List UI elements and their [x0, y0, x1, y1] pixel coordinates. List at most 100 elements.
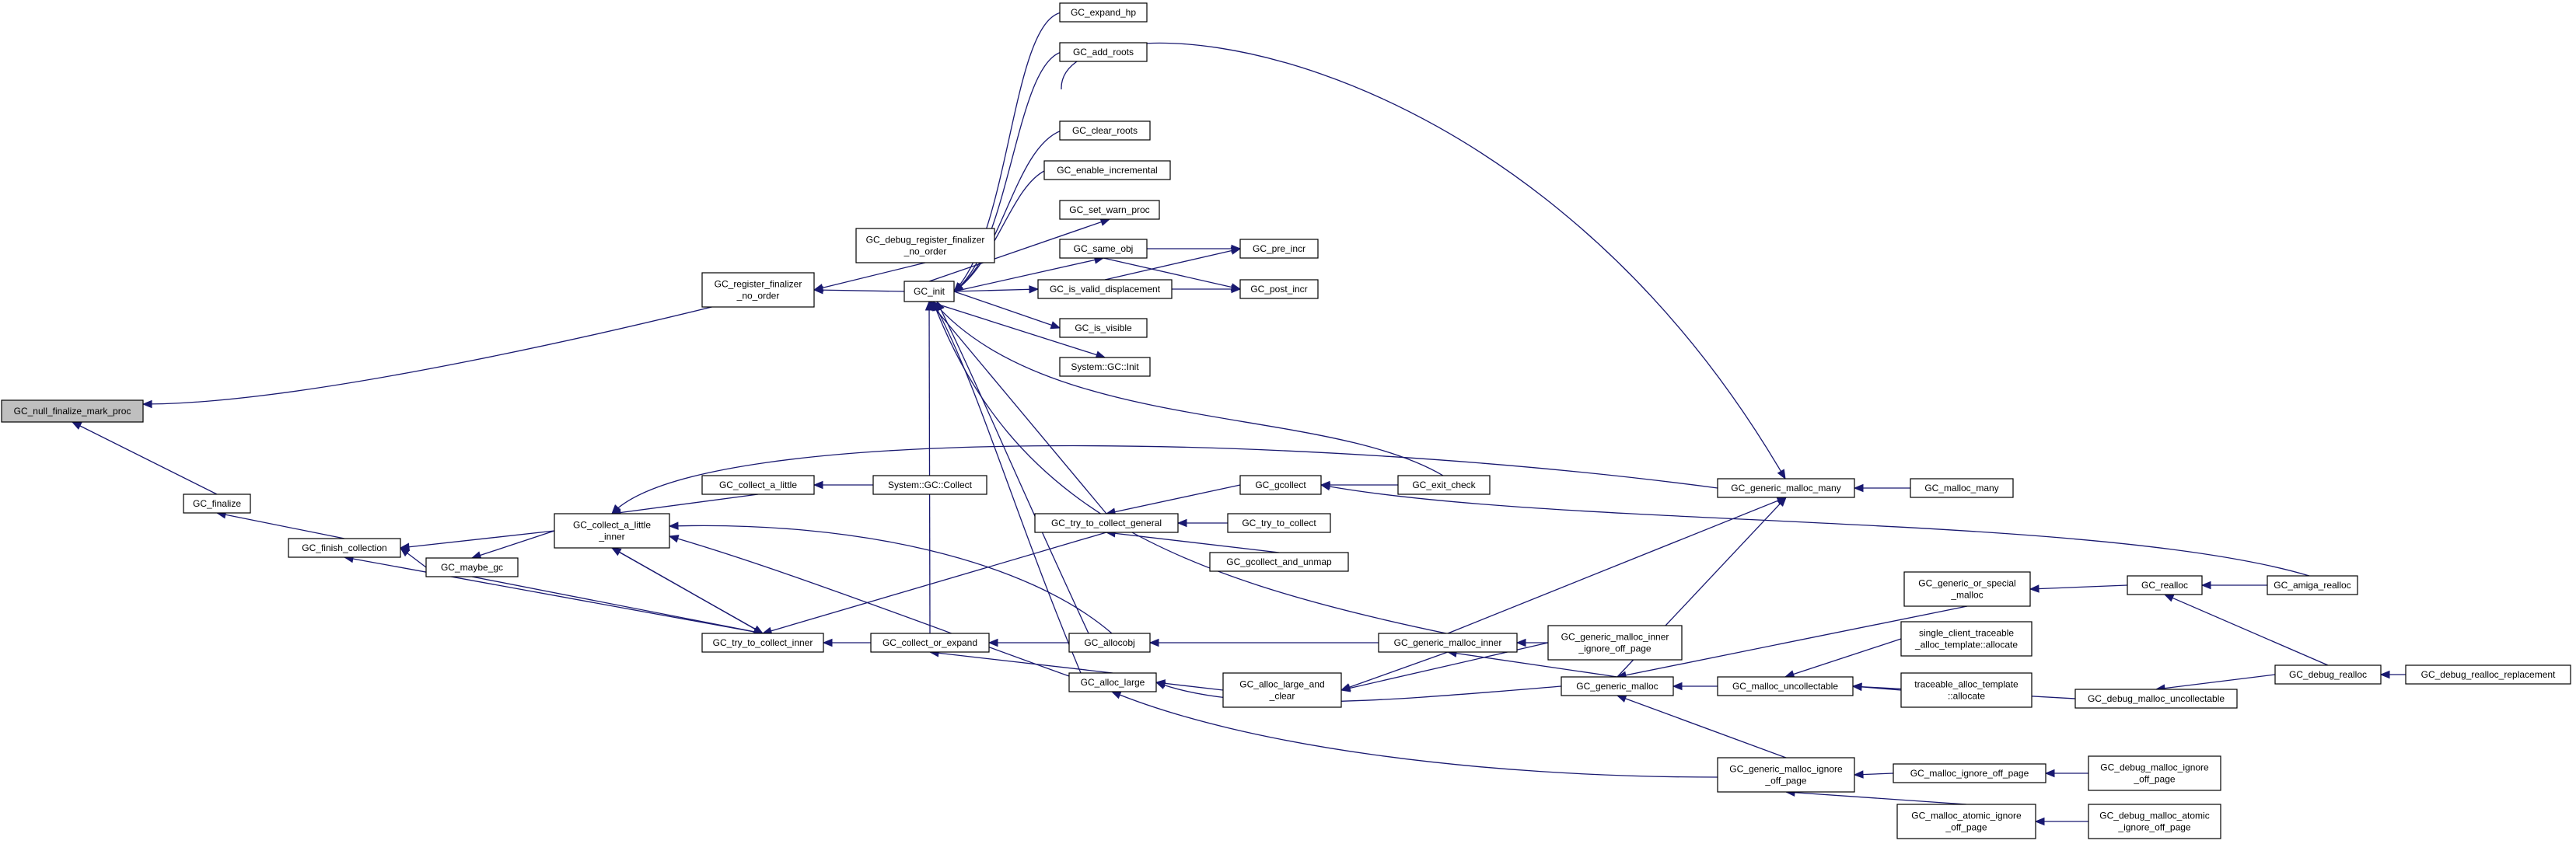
- call-edge-large_clear-to-alloc_large: [1155, 679, 1224, 691]
- node-box: [1717, 478, 1855, 498]
- node-gen-special[interactable]: GC_generic_or_special_malloc: [1903, 571, 2031, 607]
- call-edge-gm_inner-to-gm_many: [1447, 497, 1788, 634]
- node-collect-little[interactable]: GC_collect_a_little: [701, 475, 815, 495]
- node-label: GC_malloc_ignore_off_page: [1910, 768, 2029, 779]
- node-large-clear[interactable]: GC_alloc_large_and_clear: [1222, 672, 1342, 708]
- node-allocobj[interactable]: GC_allocobj: [1068, 633, 1151, 653]
- node-cal-inner[interactable]: GC_collect_a_little_inner: [554, 513, 670, 549]
- node-label: GC_realloc: [2141, 580, 2188, 591]
- call-edge-malloc_many-to-gm_many: [1853, 483, 1910, 493]
- call-edge-init-to-is_visible: [953, 291, 1061, 330]
- call-edge-init-to-sys_init: [928, 301, 1106, 359]
- node-box: [1717, 757, 1855, 793]
- node-box: [2127, 575, 2203, 595]
- node-label: _off_page: [2133, 774, 2175, 785]
- node-exit-check[interactable]: GC_exit_check: [1397, 475, 1491, 495]
- call-edge-alloc_large-to-cal_inner: [668, 535, 1070, 677]
- node-box: [1068, 633, 1151, 653]
- node-label: _clear: [1269, 691, 1295, 702]
- node-add-roots[interactable]: GC_add_roots: [1059, 42, 1148, 62]
- node-is-visible[interactable]: GC_is_visible: [1059, 318, 1148, 338]
- node-label: GC_clear_roots: [1072, 125, 1138, 136]
- node-finish[interactable]: GC_finish_collection: [288, 538, 401, 558]
- node-label: GC_debug_realloc: [2289, 669, 2367, 680]
- node-label: GC_gcollect_and_unmap: [1226, 556, 1332, 567]
- node-sys-collect[interactable]: System::GC::Collect: [872, 475, 987, 495]
- node-realloc[interactable]: GC_realloc: [2127, 575, 2203, 595]
- call-edge-try_collect-to-try_general: [1176, 518, 1228, 528]
- call-edge-single_client-to-malloc_uncoll: [1784, 638, 1902, 678]
- node-clear-roots[interactable]: GC_clear_roots: [1059, 120, 1151, 141]
- call-edge-dbg_malloc_iop-to-malloc_iop: [2044, 769, 2088, 778]
- node-expand-hp[interactable]: GC_expand_hp: [1059, 2, 1148, 23]
- node-set-warn[interactable]: GC_set_warn_proc: [1059, 200, 1160, 220]
- node-atomic-iop[interactable]: GC_malloc_atomic_ignore_off_page: [1896, 804, 2036, 839]
- node-post-incr[interactable]: GC_post_incr: [1239, 279, 1319, 299]
- node-gm-inner[interactable]: GC_generic_malloc_inner: [1378, 633, 1518, 653]
- node-label: GC_generic_malloc: [1576, 681, 1658, 692]
- node-gm-iop[interactable]: GC_generic_malloc_ignore_off_page: [1717, 757, 1855, 793]
- node-label: GC_generic_malloc_ignore: [1729, 764, 1843, 775]
- call-edge-dbg_realloc_rep-to-dbg_realloc: [2379, 670, 2406, 679]
- node-gm[interactable]: GC_generic_malloc: [1561, 676, 1674, 696]
- node-label: GC_alloc_large: [1081, 677, 1145, 688]
- call-edge-same_obj-to-pre_incr: [1147, 244, 1242, 253]
- node-label: GC_expand_hp: [1071, 7, 1136, 18]
- node-box: [2074, 689, 2238, 709]
- node-label: _alloc_template::allocate: [1914, 640, 2018, 650]
- node-amiga[interactable]: GC_amiga_realloc: [2267, 575, 2358, 595]
- node-reg-fin[interactable]: GC_register_finalizer_no_order: [701, 272, 815, 308]
- node-finalize[interactable]: GC_finalize: [183, 493, 251, 514]
- node-gc-unmap[interactable]: GC_gcollect_and_unmap: [1209, 552, 1349, 572]
- node-dbg-realloc-rep[interactable]: GC_debug_realloc_replacement: [2405, 664, 2571, 685]
- node-label: System::GC::Collect: [888, 480, 973, 490]
- node-malloc-uncoll[interactable]: GC_malloc_uncollectable: [1717, 676, 1854, 696]
- call-edge-finish-to-finalize: [215, 511, 345, 539]
- node-box: [1034, 513, 1179, 533]
- node-dbg-reg[interactable]: GC_debug_register_finalizer_no_order: [855, 228, 995, 263]
- node-pre-incr[interactable]: GC_pre_incr: [1239, 239, 1319, 259]
- node-box: [2088, 755, 2221, 791]
- node-null-fin[interactable]: GC_null_finalize_mark_proc: [1, 399, 144, 423]
- node-box: [1896, 804, 2036, 839]
- node-gm-many[interactable]: GC_generic_malloc_many: [1717, 478, 1855, 498]
- node-label: GC_add_roots: [1073, 47, 1134, 58]
- node-same-obj[interactable]: GC_same_obj: [1059, 239, 1148, 259]
- call-edge-alloc_large-to-coll_expand: [928, 649, 1113, 674]
- node-label: _inner: [598, 532, 624, 542]
- call-edge-gm_inner-to-allocobj: [1148, 638, 1379, 647]
- node-coll-expand[interactable]: GC_collect_or_expand: [870, 633, 990, 653]
- node-box: [1547, 625, 1683, 661]
- node-dbg-atomic-iop[interactable]: GC_debug_malloc_atomic_ignore_off_page: [2088, 804, 2221, 839]
- node-gm-inner-iop[interactable]: GC_generic_malloc_inner_ignore_off_page: [1547, 625, 1683, 661]
- node-single-client[interactable]: single_client_traceable_alloc_template::…: [1900, 621, 2032, 657]
- call-edge-gm_inner-to-init: [932, 300, 1447, 634]
- node-is-valid[interactable]: GC_is_valid_displacement: [1037, 279, 1173, 299]
- call-edge-init-to-reg_fin: [813, 285, 905, 295]
- node-label: GC_set_warn_proc: [1069, 204, 1149, 215]
- node-try-general[interactable]: GC_try_to_collect_general: [1034, 513, 1179, 533]
- node-dbg-malloc-iop[interactable]: GC_debug_malloc_ignore_off_page: [2088, 755, 2221, 791]
- call-edge-gm_iop-to-gm: [1616, 695, 1787, 759]
- call-edge-malloc_iop-to-gm_iop: [1853, 770, 1894, 779]
- node-traceable[interactable]: traceable_alloc_template::allocate: [1900, 672, 2032, 708]
- node-dbg-uncoll[interactable]: GC_debug_malloc_uncollectable: [2074, 689, 2238, 709]
- node-maybe-gc[interactable]: GC_maybe_gc: [425, 557, 519, 577]
- node-sys-init[interactable]: System::GC::Init: [1059, 357, 1151, 377]
- node-try-collect[interactable]: GC_try_to_collect: [1227, 513, 1331, 533]
- node-gcollect[interactable]: GC_gcollect: [1239, 475, 1322, 495]
- node-box: [1059, 2, 1148, 23]
- node-malloc-many[interactable]: GC_malloc_many: [1910, 478, 2014, 498]
- node-malloc-iop[interactable]: GC_malloc_ignore_off_page: [1893, 763, 2046, 783]
- node-dbg-realloc[interactable]: GC_debug_realloc: [2274, 664, 2382, 685]
- node-alloc-large[interactable]: GC_alloc_large: [1068, 672, 1157, 692]
- node-box: [1068, 672, 1157, 692]
- node-box: [1239, 475, 1322, 495]
- node-try-inner[interactable]: GC_try_to_collect_inner: [701, 633, 824, 653]
- node-init[interactable]: GC_init: [904, 281, 955, 302]
- call-edge-gm-to-alloc_large: [1155, 682, 1562, 703]
- node-label: _off_page: [1764, 776, 1806, 786]
- node-enable-inc[interactable]: GC_enable_incremental: [1043, 160, 1171, 180]
- call-edge-gm_inner_iop-to-gm_inner: [1515, 638, 1548, 647]
